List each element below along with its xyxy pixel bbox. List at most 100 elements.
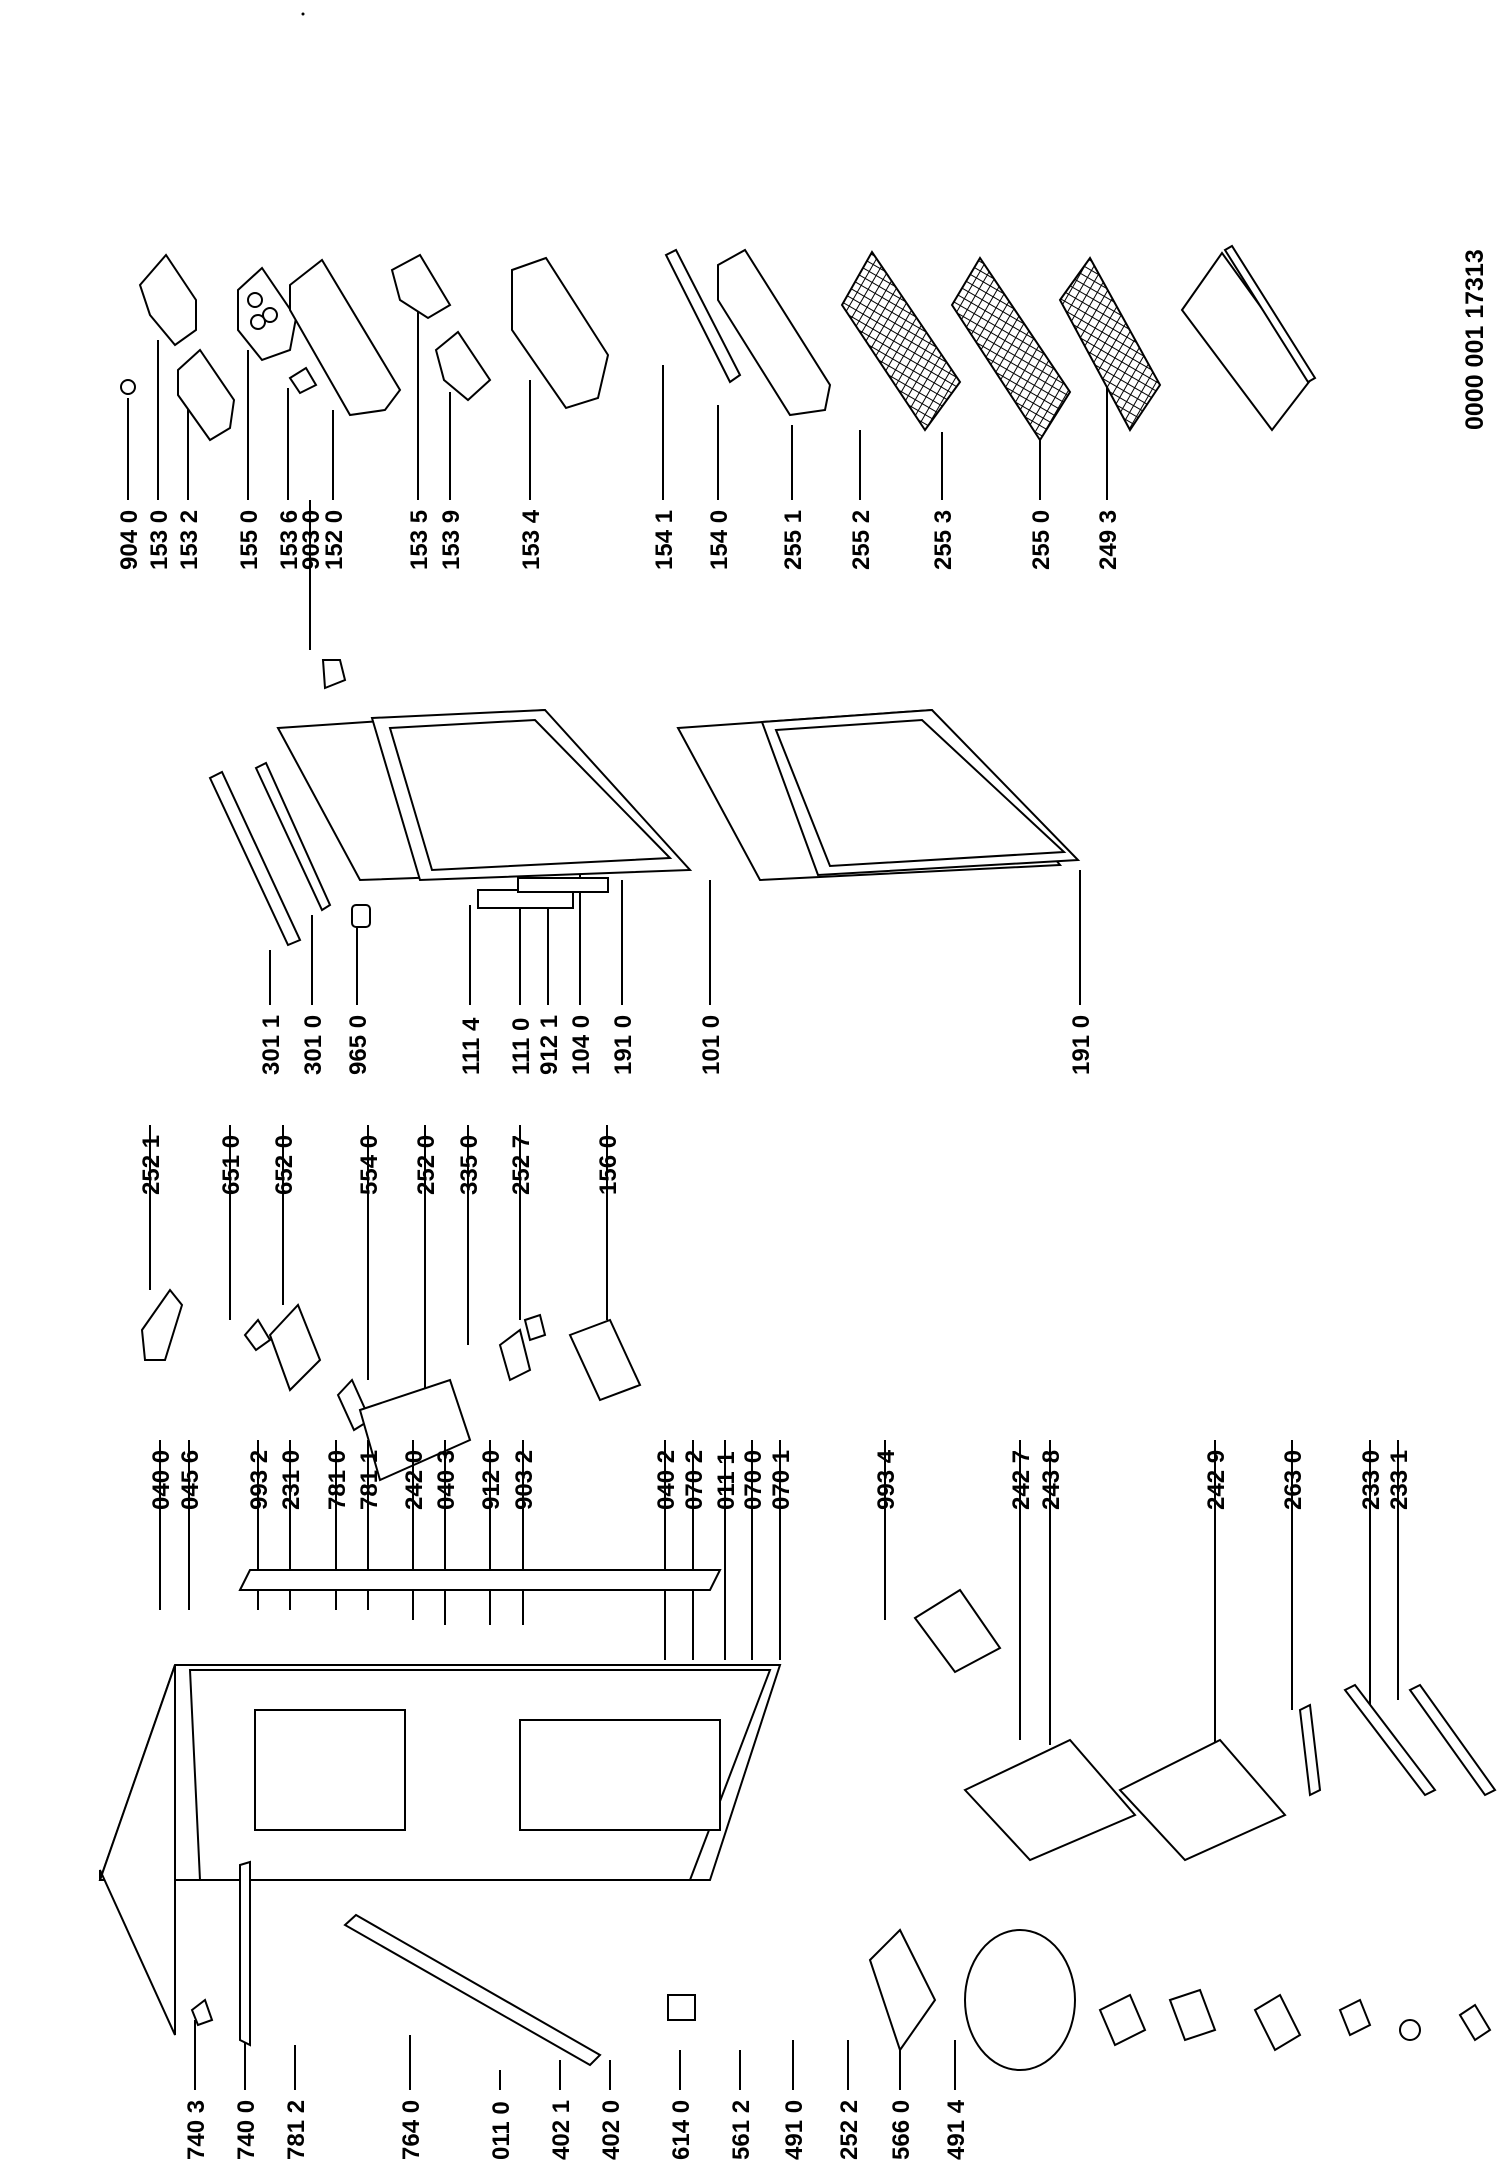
part-number-label: 781 2 (283, 2100, 310, 2160)
part-number-label: 111 0 (508, 1018, 535, 1075)
part-number-label: 335 0 (456, 1135, 483, 1195)
lamp (243, 1318, 272, 1352)
clip (1458, 2003, 1492, 2042)
part-number-label: 153 0 (146, 510, 173, 570)
small-bin-b (434, 330, 492, 402)
foot (667, 1994, 696, 2021)
rail-3 (1408, 1683, 1497, 1797)
part-number-label: 156 0 (595, 1135, 622, 1195)
part-number-label: 070 0 (740, 1450, 767, 1510)
part-number-label: 912 0 (478, 1450, 505, 1510)
part-number-label: 904 0 (116, 510, 143, 570)
bottle-clip (288, 366, 318, 395)
knob-ring (523, 1313, 547, 1342)
door-shelf-parts (120, 244, 1317, 690)
part-number-label: 402 1 (548, 2100, 575, 2160)
part-number-label: 255 3 (930, 510, 957, 570)
control-housing (358, 1378, 472, 1482)
part-number-label: 242 9 (1203, 1450, 1230, 1510)
lower-door-inner (774, 718, 1067, 868)
part-number-label: 152 0 (321, 510, 348, 570)
hinge (190, 1998, 214, 2027)
handle-cover (254, 761, 332, 912)
part-number-label: 045 6 (177, 1450, 204, 1510)
small-bin-a (390, 253, 452, 320)
crisper-a (254, 1709, 406, 1831)
leaders-column-5 (194, 2020, 956, 2090)
cabinet (98, 1569, 1497, 2036)
glass-shelf-1 (840, 250, 962, 432)
thermostat (268, 1303, 322, 1392)
part-number-label: 242 0 (401, 1450, 428, 1510)
drawing-number: 0000 001 17313 (1461, 249, 1489, 430)
part-number-label: 231 0 (278, 1450, 305, 1510)
part-number-label: 111 4 (458, 1017, 485, 1075)
butter-box (177, 348, 236, 442)
part-number-label: 154 1 (651, 510, 678, 570)
part-number-label: 651 0 (218, 1135, 245, 1195)
rail (1298, 1703, 1322, 1797)
part-number-label: 301 1 (258, 1015, 285, 1075)
part-number-label: 652 0 (271, 1135, 298, 1195)
kick-plate (239, 1860, 251, 2047)
compressor-parts (190, 1860, 1492, 2071)
shelf-rail (664, 248, 742, 384)
part-number-label: 153 4 (518, 509, 545, 570)
compressor-cover (868, 1928, 937, 2053)
crisper-b (519, 1719, 721, 1831)
control-parts (140, 1288, 642, 1482)
cabinet-top (99, 1664, 176, 2036)
part-number-label: 040 2 (653, 1450, 680, 1510)
part-number-label: 153 9 (438, 510, 465, 570)
part-number-label: 402 0 (598, 2100, 625, 2160)
part-number-label: 070 1 (768, 1450, 795, 1510)
part-number-label: 781 0 (324, 1450, 351, 1510)
part-number-label: 191 0 (1068, 1015, 1095, 1075)
drawer-left (963, 1738, 1137, 1862)
leaders-column-2 (269, 870, 1081, 1005)
part-number-label: 070 2 (681, 1450, 708, 1510)
part-number-label: 154 0 (706, 510, 733, 570)
ice-tray (568, 1318, 642, 1402)
part-number-label: 243 8 (1038, 1450, 1065, 1510)
part-number-label: 740 3 (183, 2100, 210, 2160)
part-number-label: 566 0 (888, 2100, 915, 2160)
part-number-label: 153 6 (276, 510, 303, 570)
lamp-cover (140, 1288, 184, 1361)
part-number-label: 255 0 (1028, 510, 1055, 570)
part-number-label: 614 0 (668, 2100, 695, 2160)
label-plate (517, 877, 609, 893)
glass-shelf-2 (950, 256, 1072, 442)
part-number-label: 993 2 (246, 1450, 273, 1510)
part-number-label: 101 0 (698, 1015, 725, 1075)
washer (1399, 2019, 1421, 2041)
part-number-label: 155 0 (236, 510, 263, 570)
part-number-label: 040 0 (148, 1450, 175, 1510)
part-number-label: 965 0 (345, 1015, 372, 1075)
door-bin-large (511, 256, 610, 410)
evaporator-shelf (913, 1588, 1002, 1674)
upper-door-inner (388, 718, 673, 872)
part-number-label: 153 2 (176, 510, 203, 570)
plug-icon (120, 379, 136, 395)
hinge-cover (351, 904, 371, 928)
drawer-right (1118, 1738, 1287, 1862)
part-number-label: 233 1 (1386, 1450, 1413, 1510)
part-number-label: 740 0 (233, 2100, 260, 2160)
part-number-label: 781 1 (356, 1450, 383, 1510)
part-number-label: 040 3 (433, 1450, 460, 1510)
egg-tray-cover (138, 253, 197, 347)
part-number-label: 301 0 (300, 1015, 327, 1075)
plinth (343, 1913, 602, 2067)
part-number-label: 249 3 (1095, 510, 1122, 570)
part-number-label: 011 0 (488, 2101, 515, 2160)
part-number-label: 561 2 (728, 2100, 755, 2160)
part-number-label: 252 0 (413, 1135, 440, 1195)
part-number-label: 252 1 (138, 1135, 165, 1195)
part-number-label: 191 0 (610, 1015, 637, 1075)
leaders-column-1 (127, 305, 1108, 650)
